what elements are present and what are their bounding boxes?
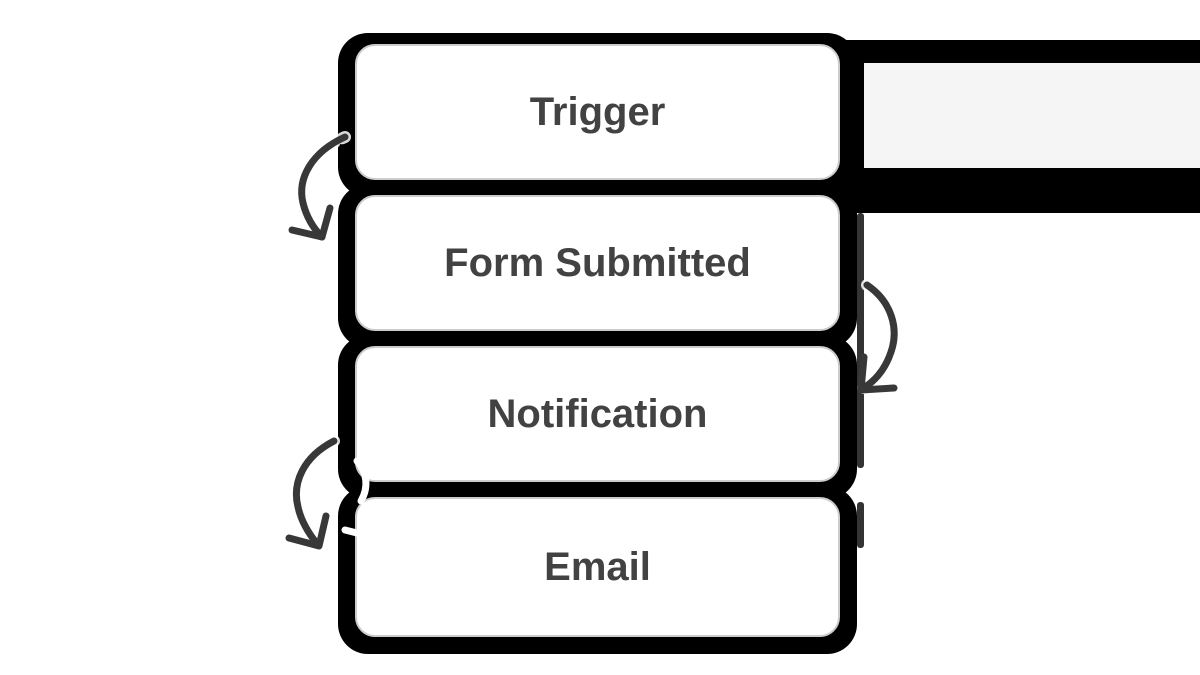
arrow-form-submitted-to-notification [856,279,901,395]
node-notification: Notification [355,346,840,482]
arrowhead-3 [285,512,330,550]
node-form-submitted: Form Submitted [355,195,840,331]
ghost-box [864,63,1200,168]
arrowhead-1 [288,204,334,241]
node-form-submitted-label: Form Submitted [444,240,751,285]
node-trigger-label: Trigger [529,89,666,134]
vertical-stroke-lower [857,502,864,548]
arrow-notification-to-email [285,435,340,551]
node-email: Email [355,497,840,637]
node-trigger: Trigger [355,44,840,180]
arrowhead-2 [857,353,898,394]
node-email-label: Email [544,544,651,589]
vertical-stroke-upper [857,213,864,468]
node-notification-label: Notification [487,391,708,436]
